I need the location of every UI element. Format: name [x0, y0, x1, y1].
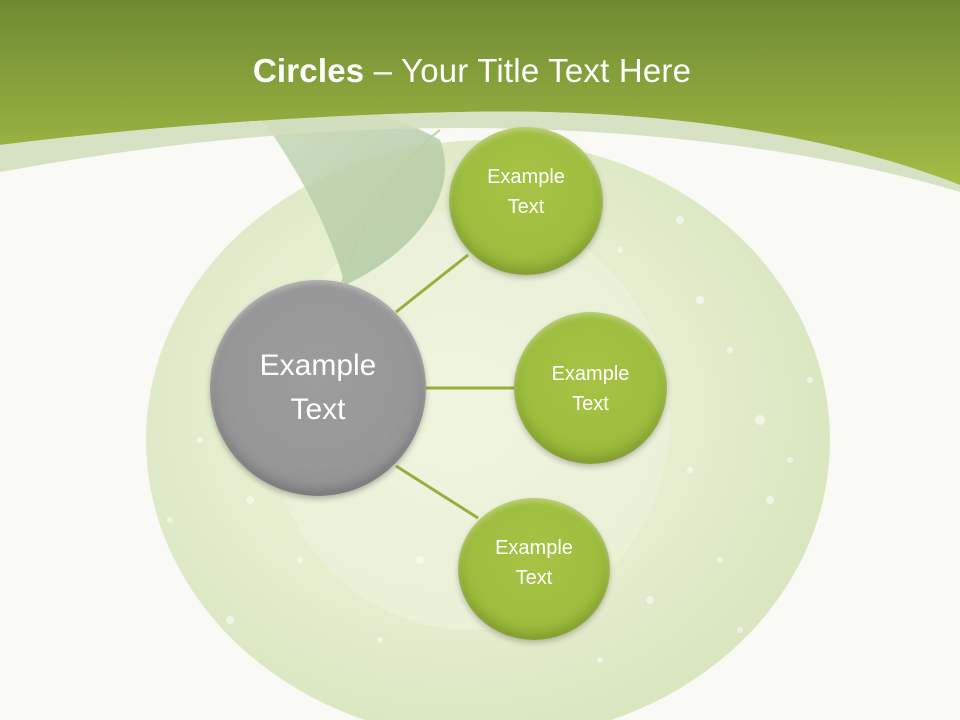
node-circle-middle[interactable]: Example Text: [514, 312, 667, 464]
node-top-label-line1: Example: [487, 166, 565, 188]
node-bottom-label-line1: Example: [495, 537, 573, 559]
header-band: [0, 111, 960, 192]
node-middle-label-line1: Example: [551, 363, 630, 385]
center-label-line2: Text: [290, 393, 346, 426]
center-circle[interactable]: Example Text: [210, 280, 426, 496]
node-middle-label-line2: Text: [572, 393, 609, 415]
slide-title: Circles – Your Title Text Here: [0, 52, 944, 90]
connector-lines: [395, 253, 515, 520]
header-banner: [0, 0, 960, 185]
node-top-label-line2: Text: [507, 196, 545, 218]
node-circle-top[interactable]: Example Text: [449, 127, 603, 275]
node-circle-bottom[interactable]: Example Text: [458, 498, 610, 640]
title-bold: Circles: [252, 52, 365, 89]
title-rest: – Your Title Text Here: [364, 52, 692, 89]
node-bottom-label-line2: Text: [515, 567, 553, 589]
center-label-line1: Example: [259, 349, 377, 382]
